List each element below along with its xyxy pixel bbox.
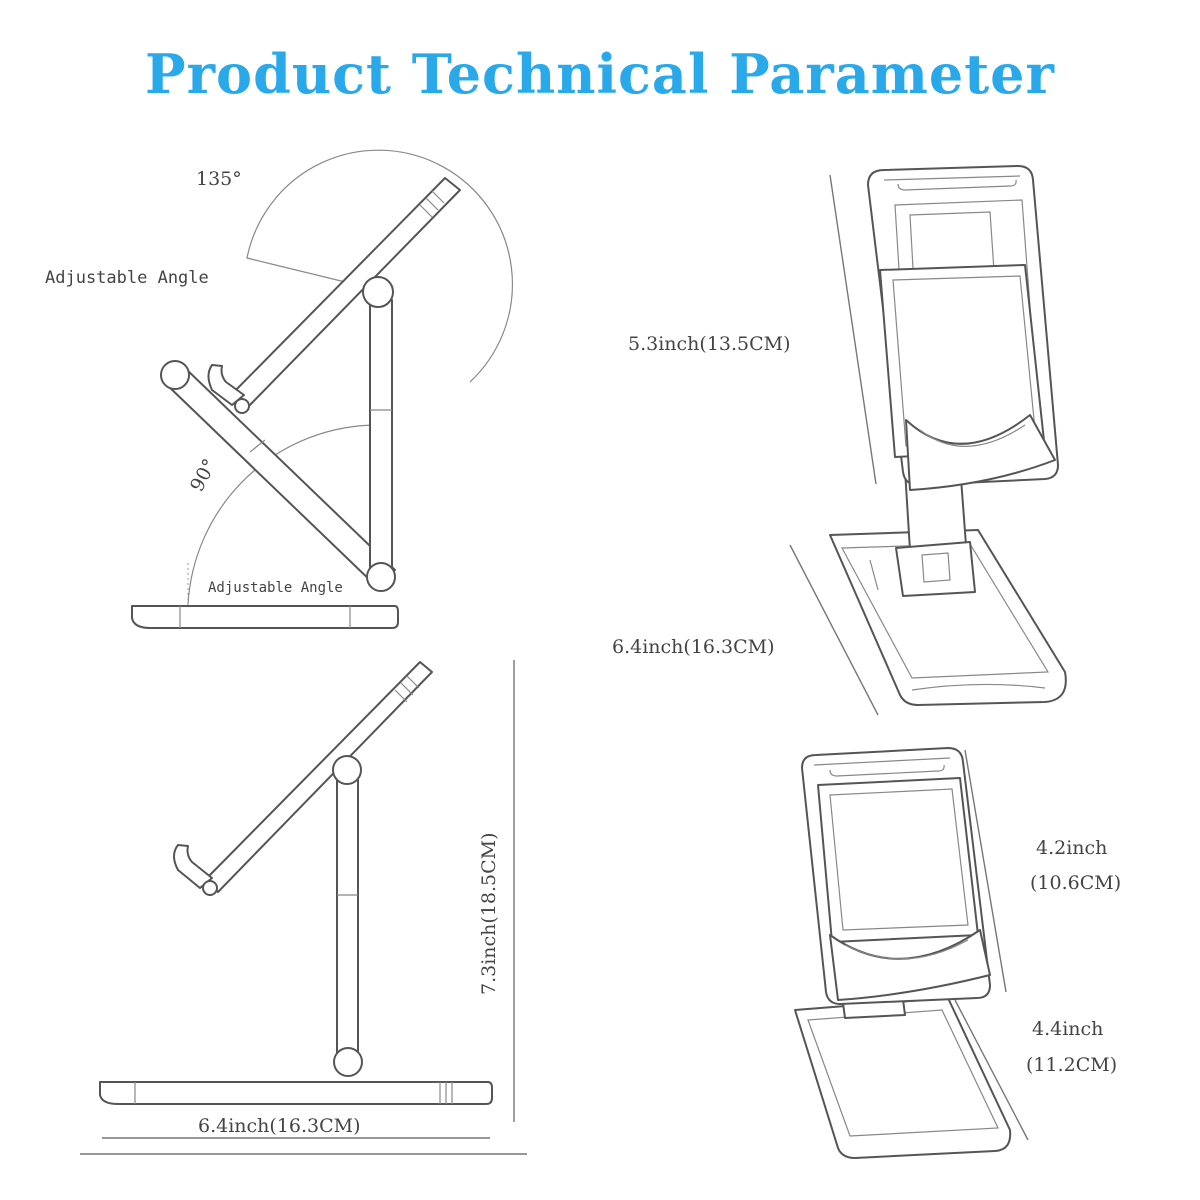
adjustable-angle-lower-label: Adjustable Angle [208,580,343,596]
base-length-dimension-label: 6.4inch(16.3CM) [198,1115,361,1137]
extended-base-length-label: 6.4inch(16.3CM) [612,636,775,658]
page-title: Product Technical Parameter [145,42,1055,106]
holder-height-label: 5.3inch(13.5CM) [628,333,791,355]
folded-holder-height-inch-label: 4.2inch [1036,837,1108,859]
folded-base-length-inch-label: 4.4inch [1032,1018,1104,1040]
angle-max-label: 135° [196,168,242,190]
folded-holder-height-cm-label: (10.6CM) [1030,872,1122,894]
folded-base-length-cm-label: (11.2CM) [1026,1054,1118,1076]
adjustable-angle-upper-label: Adjustable Angle [45,268,209,288]
